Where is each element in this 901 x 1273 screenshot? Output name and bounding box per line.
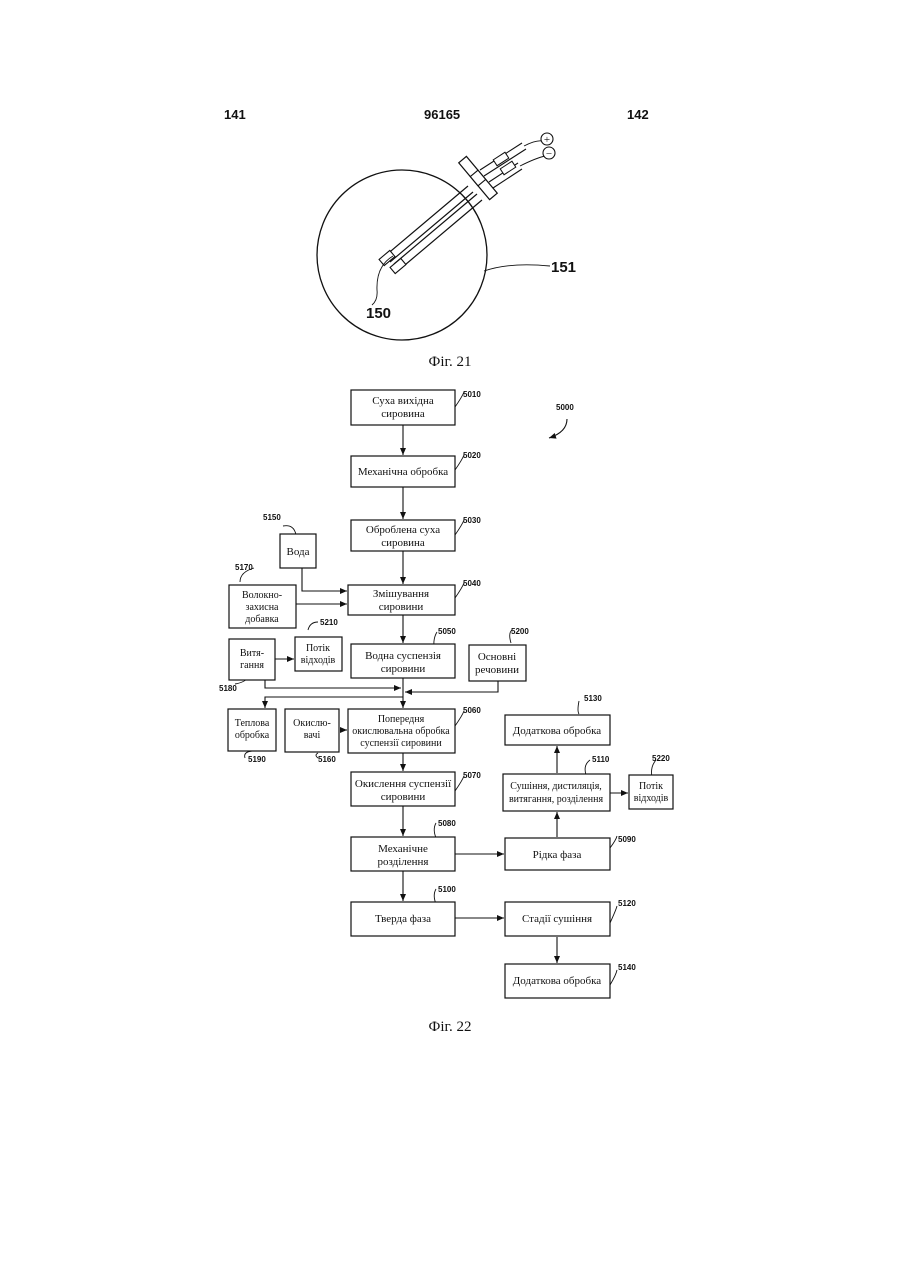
label-150: 150: [366, 305, 391, 322]
box-5170-line1: Волокно-: [242, 590, 282, 601]
box-5170-line3: добавка: [245, 614, 279, 625]
box-5050: Водна суспензія сировини 5050: [351, 627, 456, 678]
box-5220-line2: відходів: [634, 793, 669, 804]
box-5010-line1: Суха вихідна: [372, 395, 434, 407]
box-5010-line2: сировина: [381, 408, 425, 420]
header-left-page-number: 141: [224, 107, 246, 122]
label-151: 151: [551, 259, 576, 276]
fig22-caption: Фіг. 22: [429, 1019, 472, 1035]
box-5020: Механічна обробка 5020: [351, 451, 481, 487]
box-5110-line1: Сушіння, дистиляція,: [510, 781, 602, 792]
ref-5060: 5060: [463, 706, 481, 715]
ref-5100: 5100: [438, 885, 456, 894]
box-5070: Окислення суспензії сировини 5070: [351, 771, 481, 806]
box-5180-line2: гання: [240, 660, 264, 671]
box-5140-line1: Додаткова обробка: [513, 975, 602, 987]
ref-5110: 5110: [592, 755, 610, 764]
ref-5220: 5220: [652, 754, 670, 763]
box-5180-line1: Витя-: [240, 648, 264, 659]
ref-5050: 5050: [438, 627, 456, 636]
box-5160-line2: вачі: [304, 730, 321, 741]
box-5040-line1: Змішування: [373, 588, 429, 600]
ref-5120: 5120: [618, 899, 636, 908]
box-5140: Додаткова обробка 5140: [505, 963, 636, 998]
ref-5020: 5020: [463, 451, 481, 460]
box-5210: Потік відходів 5210: [295, 618, 342, 671]
box-5080: Механічне розділення 5080: [351, 819, 456, 871]
ref-5090: 5090: [618, 835, 636, 844]
box-5210-line2: відходів: [301, 655, 336, 666]
box-5100-line1: Тверда фаза: [375, 913, 431, 925]
box-5050-line1: Водна суспензія: [365, 650, 441, 662]
box-5150: Вода 5150: [263, 513, 316, 568]
box-5080-line2: розділення: [377, 856, 428, 868]
ref-5190: 5190: [248, 755, 266, 764]
box-5200-line2: речовини: [475, 664, 519, 676]
box-5010: Суха вихідна сировина 5010: [351, 390, 481, 425]
box-5030: Оброблена суха сировина 5030: [351, 516, 481, 551]
box-5190: Теплова обробка 5190: [228, 709, 276, 764]
box-5130: Додаткова обробка 5130: [505, 694, 610, 745]
ref-5210: 5210: [320, 618, 338, 627]
box-5060-line2: окислювальна обробка: [352, 726, 450, 737]
box-5150-line1: Вода: [287, 546, 310, 558]
box-5060: Попередня окислювальна обробка суспензії…: [348, 706, 481, 753]
header-patent-number: 96165: [424, 107, 460, 122]
box-5200: Основні речовини 5200: [469, 627, 529, 681]
ref-5130: 5130: [584, 694, 602, 703]
box-5220-line1: Потік: [639, 781, 663, 792]
box-5190-line1: Теплова: [235, 718, 270, 729]
box-5020-line1: Механічна обробка: [358, 466, 448, 478]
ref-5000: 5000: [556, 403, 574, 412]
box-5120-line1: Стадії сушіння: [522, 913, 592, 925]
box-5160: Окислю- вачі 5160: [285, 709, 339, 764]
box-5060-line1: Попередня: [378, 714, 425, 725]
ref-5140: 5140: [618, 963, 636, 972]
box-5170-line2: захисна: [246, 602, 280, 613]
box-5070-line1: Окислення суспензії: [355, 778, 452, 790]
box-5030-line1: Оброблена суха: [366, 524, 440, 536]
fig21-caption: Фіг. 21: [429, 354, 472, 370]
box-5070-line2: сировини: [381, 791, 426, 803]
ref-5010: 5010: [463, 390, 481, 399]
ref-5170: 5170: [235, 563, 253, 572]
ref-5030: 5030: [463, 516, 481, 525]
box-5100: Тверда фаза 5100: [351, 885, 456, 936]
box-5180: Витя- гання 5180: [219, 639, 275, 693]
box-5050-line2: сировини: [381, 663, 426, 675]
box-5130-line1: Додаткова обробка: [513, 725, 602, 737]
box-5040-line2: сировини: [379, 601, 424, 613]
box-5090-line1: Рідка фаза: [533, 849, 582, 861]
box-5210-line1: Потік: [306, 643, 330, 654]
ref-5080: 5080: [438, 819, 456, 828]
box-5220: Потік відходів 5220: [629, 754, 673, 809]
box-5160-line1: Окислю-: [293, 718, 331, 729]
box-5200-line1: Основні: [478, 651, 516, 663]
box-5060-line3: суспензії сировини: [360, 738, 442, 749]
box-5170: Волокно- захисна добавка 5170: [229, 563, 296, 628]
box-5040: Змішування сировини 5040: [348, 579, 481, 615]
box-5080-line1: Механічне: [378, 843, 428, 855]
ref-5160: 5160: [318, 755, 336, 764]
header-right-page-number: 142: [627, 107, 649, 122]
fig21-sphere: [317, 170, 487, 340]
box-5110-line2: витягання, розділення: [509, 794, 604, 805]
box-5090: Рідка фаза 5090: [505, 835, 636, 870]
plus-terminal-sign: +: [544, 134, 550, 146]
ref-5180: 5180: [219, 684, 237, 693]
ref-5070: 5070: [463, 771, 481, 780]
ref-5040: 5040: [463, 579, 481, 588]
ref-5150: 5150: [263, 513, 281, 522]
box-5120: Стадії сушіння 5120: [505, 899, 636, 936]
box-5190-line2: обробка: [235, 730, 270, 741]
electrode-tip-1: [379, 250, 395, 265]
box-5030-line2: сировина: [381, 537, 425, 549]
minus-terminal-sign: −: [546, 148, 552, 160]
fig21-drawing: + − 150 151: [317, 133, 576, 340]
ref-5200: 5200: [511, 627, 529, 636]
